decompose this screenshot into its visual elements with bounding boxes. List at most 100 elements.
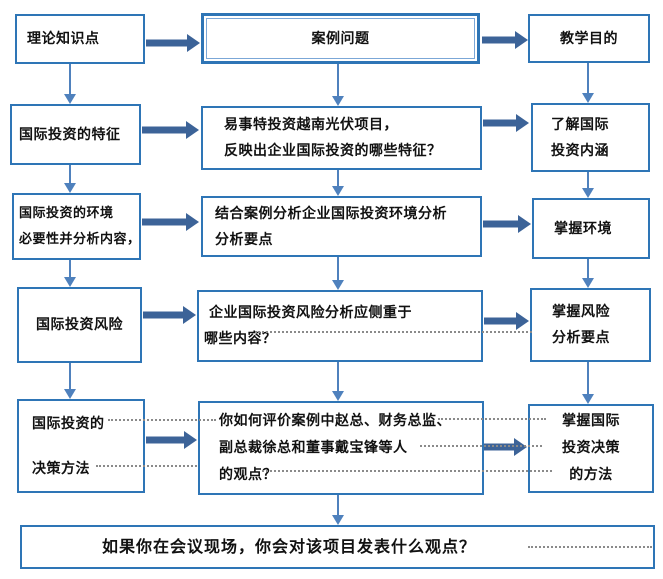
arrow-right-icon [143,306,196,324]
box-line: 决策方法 [32,460,90,477]
arrow-shaft [142,126,188,134]
arrow-down-icon [63,64,77,104]
arrow-down-icon [331,170,345,196]
arrow-head [187,34,200,52]
arrow-shaft [484,317,518,325]
arrow-shaft [337,362,339,393]
arrow-shaft [587,172,589,190]
arrow-head [64,389,76,399]
box-teaching-purpose: 教学目的 [528,14,650,63]
arrow-down-icon [331,362,345,401]
box-understand-connotation: 了解国际 投资内涵 [531,103,650,172]
arrow-head [332,515,344,525]
arrow-shaft [483,220,520,228]
box-grasp-decision-methods: 掌握国际 投资决策 的方法 [528,404,654,493]
arrow-head [184,431,197,449]
arrow-down-icon [63,260,77,287]
arrow-shaft [482,36,517,44]
arrow-shaft [337,64,339,98]
box-line: 你如何评价案例中赵总、财务总监、 [219,412,451,429]
box-line: 分析要点 [552,330,610,346]
arrow-shaft [587,259,589,280]
arrow-head [186,213,199,231]
arrow-shaft [142,218,188,226]
dotted-leader [262,470,552,472]
arrow-head [64,183,76,193]
arrow-head [582,188,594,198]
arrow-right-icon [482,31,528,49]
box-line: 结合案例分析企业国际投资环境分析 [215,205,447,222]
box-line: 掌握环境 [554,220,612,237]
arrow-down-icon [63,165,77,193]
arrow-head [582,93,594,103]
arrow-head [186,121,199,139]
arrow-head [582,394,594,404]
dotted-leader [108,419,216,421]
arrow-right-icon [142,213,199,231]
box-line: 的方法 [569,467,613,483]
dotted-leader [438,418,546,420]
arrow-head [582,278,594,288]
arrow-shaft [69,260,71,279]
dotted-leader [528,546,652,548]
arrow-down-icon [331,64,345,106]
box-case-questions: 案例问题 [201,13,480,64]
arrow-shaft [337,495,339,517]
box-line: 企业国际投资风险分析应侧重于 [209,305,412,321]
box-line: 如果你在会议现场，你会对该项目发表什么观点？ [102,537,477,556]
arrow-shaft [587,362,589,396]
arrow-shaft [69,165,71,185]
box-line: 掌握国际 [562,413,620,429]
dotted-leader [96,465,197,467]
box-theory-knowledge: 理论知识点 [15,14,145,64]
box-line: 教学目的 [560,30,618,47]
arrow-right-icon [142,121,199,139]
arrow-shaft [587,63,589,95]
arrow-shaft [143,311,185,319]
arrow-shaft [69,363,71,391]
box-line: 投资内涵 [551,142,609,159]
arrow-shaft [483,119,518,127]
box-line: 反映出企业国际投资的哪些特征？ [224,143,442,159]
box-grasp-environment: 掌握环境 [532,198,650,259]
arrow-head [332,186,344,196]
arrow-head [516,312,529,330]
arrow-right-icon [146,431,197,449]
box-line: 分析要点 [215,231,273,248]
box-question-opinions: 你如何评价案例中赵总、财务总监、 副总裁徐总和董事戴宝锋等人 的观点？ [198,401,484,495]
box-intl-investment-features: 国际投资的特征 [10,104,141,165]
arrow-down-icon [331,495,345,525]
box-line: 的观点？ [219,466,277,483]
arrow-down-icon [581,362,595,404]
box-investment-risk: 国际投资风险 [17,287,142,363]
arrow-head [514,438,527,456]
arrow-right-icon [483,114,529,132]
arrow-head [515,31,528,49]
arrow-down-icon [63,363,77,399]
arrow-right-icon [483,215,531,233]
box-line: 国际投资的特征 [19,126,121,143]
arrow-head [518,215,531,233]
arrow-shaft [484,443,516,451]
arrow-down-icon [581,63,595,103]
arrow-down-icon [581,172,595,198]
box-line: 投资决策 [562,440,620,456]
arrow-head [64,277,76,287]
box-line: 理论知识点 [27,31,100,47]
arrow-shaft [146,39,189,47]
arrow-head [516,114,529,132]
dotted-leader [255,331,532,333]
arrow-shaft [337,170,339,188]
box-line: 哪些内容？ [204,331,277,347]
box-line: 易事特投资越南光伏项目， [224,117,398,133]
box-line: 国际投资的环境 [19,205,114,221]
box-question-risk: 企业国际投资风险分析应侧重于 哪些内容？ [197,290,483,362]
arrow-shaft [69,64,71,96]
box-question-features: 易事特投资越南光伏项目， 反映出企业国际投资的哪些特征？ [201,106,482,170]
dotted-leader [420,445,542,447]
arrow-head [183,306,196,324]
arrow-right-icon [484,438,527,456]
box-line: 掌握风险 [552,304,610,320]
arrow-head [64,94,76,104]
